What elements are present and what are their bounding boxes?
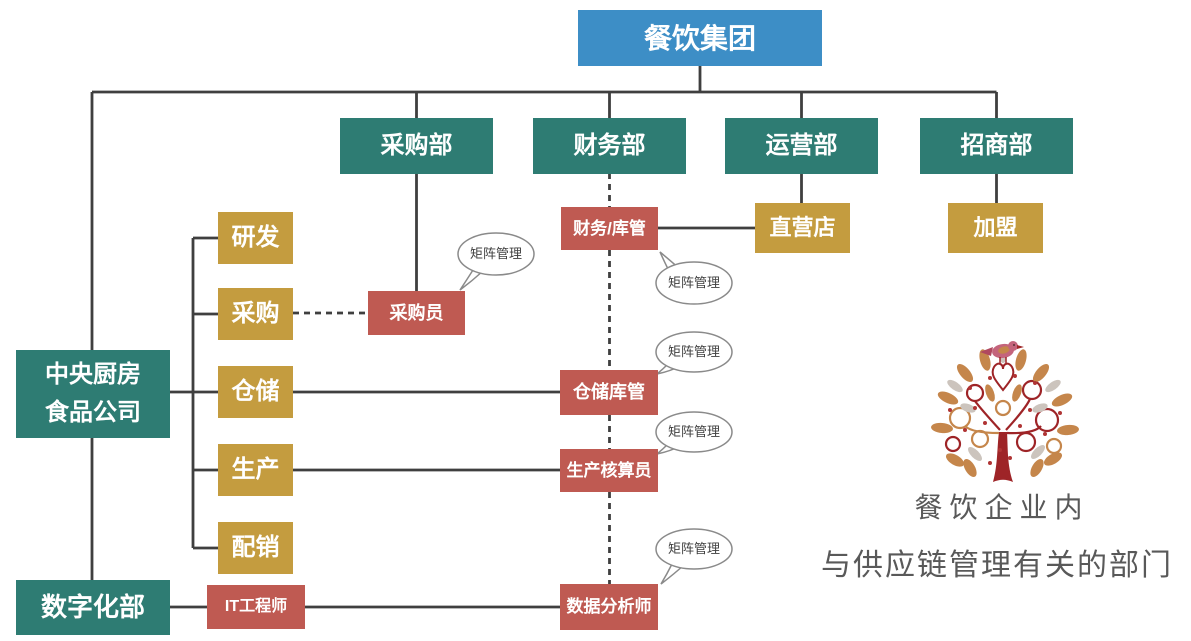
role-production-accountant-box: 生产核算员 xyxy=(560,449,658,492)
tree-swirls xyxy=(944,379,1063,455)
role-buyer-box: 采购员 xyxy=(368,291,465,335)
function-production-label: 生产 xyxy=(231,456,280,483)
tree-heart xyxy=(991,362,1015,392)
function-procurement-box: 采购 xyxy=(218,288,293,340)
role-data-analyst-label: 数据分析师 xyxy=(566,597,652,617)
dept-merchant-box: 招商部 xyxy=(920,118,1073,174)
channel-franchise-box: 加盟 xyxy=(948,203,1043,253)
dept-operations-label: 运营部 xyxy=(765,132,838,159)
tree-leaves-tan xyxy=(931,349,1079,478)
digital-dept-label: 数字化部 xyxy=(40,592,145,623)
bubble-matrix-data-analyst: 矩阵管理 xyxy=(655,528,733,585)
ornamental-tree-illustration xyxy=(931,341,1079,482)
central-kitchen-line1: 中央厨房 xyxy=(45,361,141,388)
role-production-accountant-label: 生产核算员 xyxy=(566,460,652,480)
role-finance-stock-box: 财务/库管 xyxy=(561,207,658,250)
central-kitchen-box: 中央厨房 食品公司 xyxy=(16,350,170,438)
caption-line-2: 与供应链管理有关的部门 xyxy=(821,549,1173,582)
bubble-label: 矩阵管理 xyxy=(668,424,720,439)
channel-direct-store-label: 直营店 xyxy=(769,215,836,241)
function-distribution-box: 配销 xyxy=(218,522,293,574)
function-warehousing-label: 仓储 xyxy=(231,378,280,405)
role-buyer-label: 采购员 xyxy=(389,302,444,323)
bird-icon xyxy=(980,341,1024,363)
channel-franchise-label: 加盟 xyxy=(973,215,1018,241)
role-warehouse-keeper-box: 仓储库管 xyxy=(560,370,658,415)
dept-procurement-label: 采购部 xyxy=(380,132,453,159)
matrix-bubbles: 矩阵管理 矩阵管理 矩阵管理 矩阵管理 矩阵管理 xyxy=(457,232,733,585)
bubble-label: 矩阵管理 xyxy=(668,275,720,290)
role-it-engineer-label: IT工程师 xyxy=(224,598,288,615)
central-kitchen-line2: 食品公司 xyxy=(45,399,141,426)
bubble-matrix-production-accountant: 矩阵管理 xyxy=(655,411,733,455)
bubble-matrix-buyer: 矩阵管理 xyxy=(457,232,535,291)
tree-trunk xyxy=(993,432,1013,482)
function-distribution-label: 配销 xyxy=(231,534,280,561)
tree-berries xyxy=(948,374,1062,465)
role-finance-stock-label: 财务/库管 xyxy=(573,218,646,238)
bubble-matrix-warehouse-keeper: 矩阵管理 xyxy=(655,331,733,375)
bubble-label: 矩阵管理 xyxy=(668,344,720,359)
function-procurement-label: 采购 xyxy=(231,300,280,327)
root-group-box: 餐饮集团 xyxy=(578,10,822,66)
function-warehousing-box: 仓储 xyxy=(218,366,293,418)
root-group-label: 餐饮集团 xyxy=(643,22,756,54)
dept-finance-box: 财务部 xyxy=(533,118,686,174)
role-warehouse-keeper-label: 仓储库管 xyxy=(573,382,645,403)
function-production-box: 生产 xyxy=(218,444,293,496)
tree-leaves-gray xyxy=(947,345,1061,461)
bubble-label: 矩阵管理 xyxy=(470,246,522,261)
bubble-label: 矩阵管理 xyxy=(668,541,720,556)
dept-merchant-label: 招商部 xyxy=(960,132,1033,159)
function-rd-label: 研发 xyxy=(231,224,280,251)
dept-finance-label: 财务部 xyxy=(573,132,646,159)
function-rd-box: 研发 xyxy=(218,212,293,264)
digital-dept-box: 数字化部 xyxy=(16,580,170,635)
dept-procurement-box: 采购部 xyxy=(340,118,493,174)
bubble-matrix-finance-stock: 矩阵管理 xyxy=(655,251,733,305)
role-it-engineer-box: IT工程师 xyxy=(207,585,305,629)
role-data-analyst-box: 数据分析师 xyxy=(560,584,658,630)
caption-line-1: 餐饮企业内 xyxy=(914,492,1090,523)
channel-direct-store-box: 直营店 xyxy=(755,203,850,253)
dept-operations-box: 运营部 xyxy=(725,118,878,174)
